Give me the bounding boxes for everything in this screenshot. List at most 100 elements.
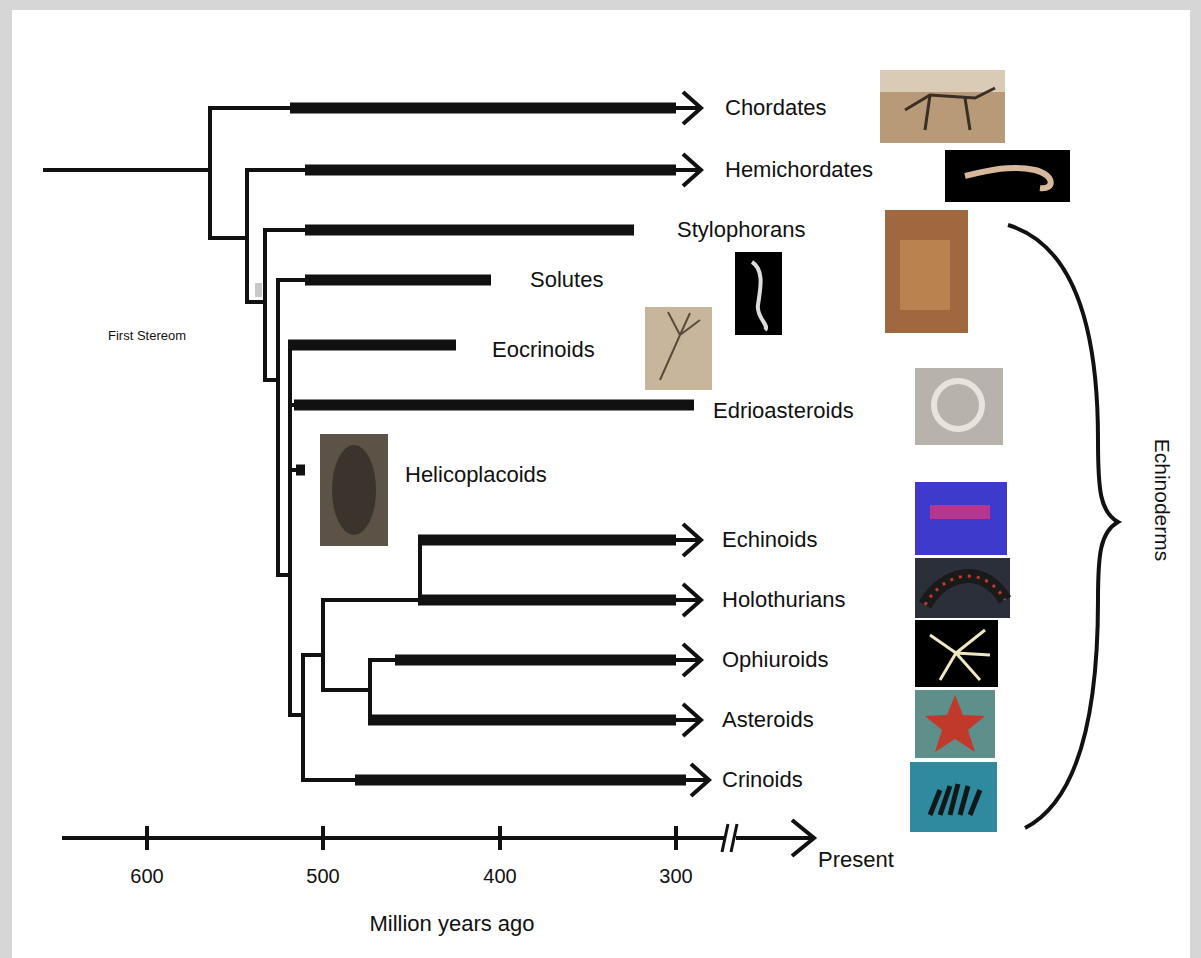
tree-branches [265,228,305,232]
time-axis [792,820,814,856]
ophiuroid-photo [930,630,990,680]
fossil-ranges [355,775,686,786]
extant-arrows [676,658,699,662]
tree-branches [45,168,210,172]
fossil-ranges [418,595,676,606]
extant-arrows [676,168,699,172]
tree-branches [370,658,395,662]
tree-branches [368,660,372,720]
solute-photo [735,252,782,335]
taxon-label: Crinoids [722,768,803,792]
echinoid-photo [915,482,1007,555]
extant-arrows [676,538,699,542]
tree-branches [210,106,290,110]
taxon-label: Asteroids [722,708,814,732]
eocrinoid-photo [660,312,700,380]
chordate-photo [880,70,1005,143]
fossil-ranges [305,275,491,286]
edrioasteroid-photo [915,368,1003,445]
tree-branches [323,688,370,692]
asteroid-photo [915,690,995,758]
stylophoran-photo [885,210,968,333]
fossil-ranges [290,103,676,114]
fossil-ranges [296,465,305,476]
taxon-label: Ophiuroids [722,648,828,672]
time-axis [321,826,325,850]
solute-photo [735,252,782,335]
fossil-ranges [294,400,694,411]
event-label: First Stereom [108,329,186,343]
echinoid-photo [915,482,1007,555]
extant-arrows [686,778,707,782]
tree-branches [288,345,292,715]
group-label: Echinoderms [1150,439,1173,562]
tree-branches [303,653,323,657]
stylophoran-photo [900,240,950,310]
eocrinoid-photo [645,307,712,390]
taxon-label: Edrioasteroids [713,399,854,423]
axis-title: Million years ago [369,912,534,936]
edrioasteroid-photo [934,381,982,429]
tree-branches [210,236,247,240]
hemichordate-photo [945,150,1070,202]
fossil-ranges [288,340,456,351]
taxon-label: Hemichordates [725,158,873,182]
time-axis [674,826,678,850]
tree-branches [245,170,249,302]
time-axis [62,836,812,840]
extant-arrows [676,718,699,722]
helicoplacoid-photo [332,445,376,535]
fossil-ranges [395,655,676,666]
fossil-ranges [305,165,676,176]
tree-branches [418,540,422,600]
taxon-label: Eocrinoids [492,338,595,362]
fossil-ranges [305,225,634,236]
taxon-label: Solutes [530,268,603,292]
tree-branches [276,280,280,575]
helicoplacoid-photo [320,434,388,546]
holothurian-photo [925,576,1005,605]
hemichordate-photo [965,168,1051,188]
taxon-label: Echinoids [722,528,817,552]
fossil-ranges [368,715,676,726]
fossil-ranges [288,108,694,780]
axis-tick-label: 500 [306,865,339,887]
ophiuroid-photo [915,620,998,687]
taxon-photos [320,70,1070,832]
tree-branches [303,778,355,782]
tree-branches [263,230,267,380]
taxon-label: Stylophorans [677,218,805,242]
holothurian-photo [915,558,1010,618]
edrioasteroid-photo [915,368,1003,445]
ophiuroid-photo [915,620,998,687]
chordate-photo [905,88,995,130]
tree-branches [301,655,305,780]
axis-tick-label: 400 [483,865,516,887]
tree-branches [278,278,305,282]
crinoid-photo [910,762,997,832]
tree-branches [247,168,305,172]
taxon-label: Holothurians [722,588,846,612]
extant-arrows [676,598,699,602]
holothurian-photo [925,576,1005,605]
echinoderm-bracket [1008,225,1118,828]
eocrinoid-photo [645,307,712,390]
echinoid-photo [930,505,990,519]
tree-branches [208,108,212,238]
chordate-photo [880,70,1005,92]
stylophoran-photo [885,210,968,333]
crinoid-photo [930,784,980,815]
crinoid-photo [910,762,997,832]
extant-arrows [676,92,709,796]
axis-tick-label: 600 [130,865,163,887]
axis-tick-label: 300 [659,865,692,887]
taxon-label: Helicoplacoids [405,463,547,487]
axis-end-label: Present [818,848,894,872]
solute-photo [752,262,766,330]
time-axis [145,826,149,850]
extant-arrows [676,106,699,110]
tree-branches [321,600,325,690]
